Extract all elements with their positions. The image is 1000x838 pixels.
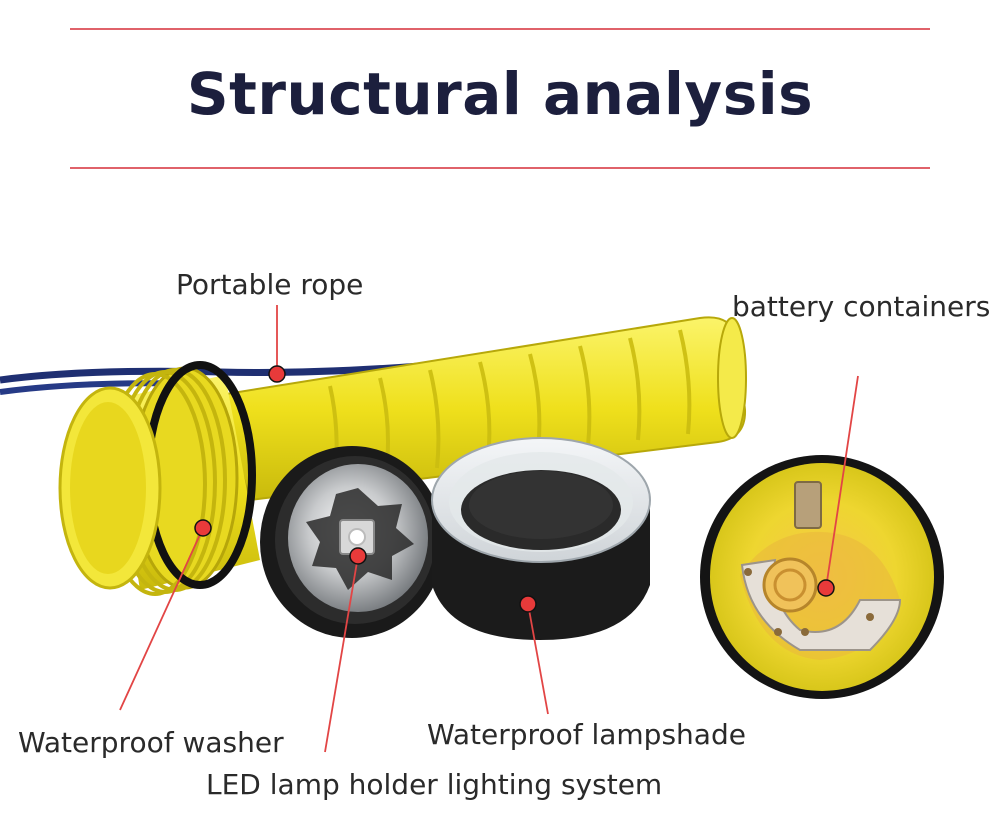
callout-dots	[194, 365, 835, 613]
washer-callout-dot	[194, 519, 212, 537]
battery-container	[700, 455, 944, 699]
label-portable-rope: Portable rope	[176, 268, 364, 301]
led-lamp-holder	[260, 446, 444, 638]
label-led-lamp-holder: LED lamp holder lighting system	[206, 768, 663, 801]
waterproof-lampshade	[431, 437, 651, 640]
battery-callout-dot	[817, 579, 835, 597]
page-title: Structural analysis	[186, 60, 814, 128]
lampshade-callout-line	[527, 603, 549, 715]
washer-callout-line	[119, 527, 204, 711]
battery-callout-line	[825, 375, 859, 589]
led-callout-dot	[349, 547, 367, 565]
callout-lines	[119, 305, 859, 753]
rope-callout-dot	[268, 365, 286, 383]
label-waterproof-washer: Waterproof washer	[18, 726, 284, 759]
label-battery-containers: battery containers	[732, 290, 991, 323]
lampshade-callout-dot	[519, 595, 537, 613]
bottom-divider	[70, 167, 930, 169]
label-waterproof-lampshade: Waterproof lampshade	[427, 718, 746, 751]
led-callout-line	[324, 555, 359, 753]
flashlight-head	[58, 361, 260, 596]
top-divider	[70, 28, 930, 30]
